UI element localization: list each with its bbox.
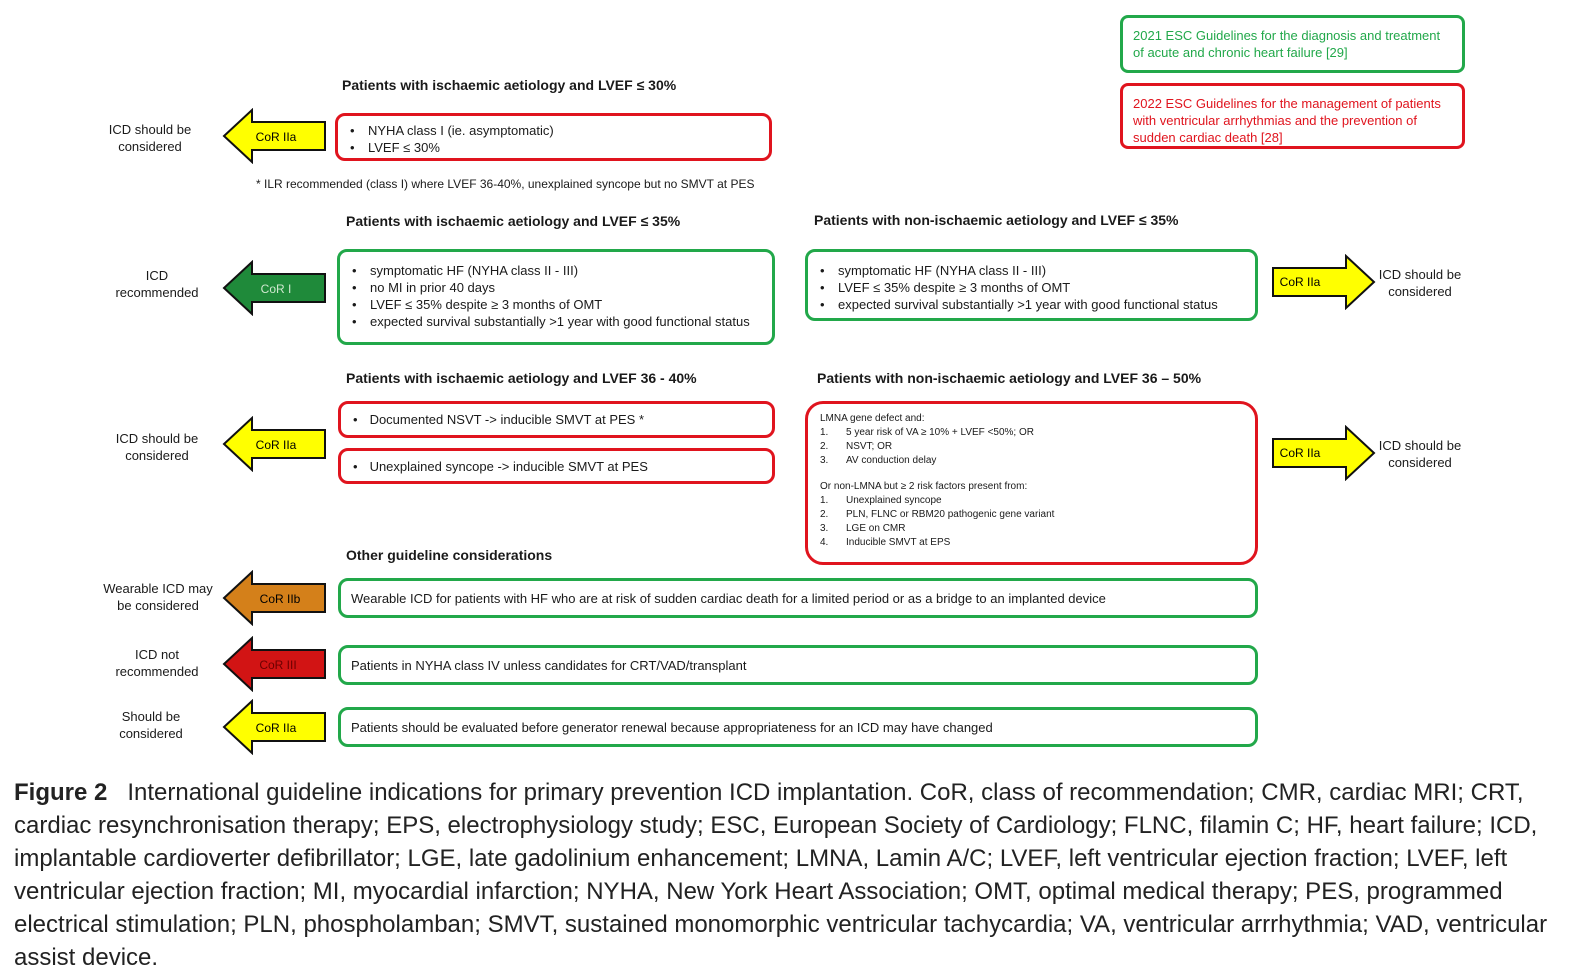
other-row3-text: Patients should be evaluated before gene… bbox=[351, 719, 993, 735]
risk-factor-item: 3. LGE on CMR bbox=[820, 522, 1243, 536]
bullet: • bbox=[353, 412, 358, 427]
other-row2-side-label: ICD not recommended bbox=[115, 647, 199, 679]
section3-left-box1: • Documented NSVT -> inducible SMVT at P… bbox=[338, 401, 775, 438]
section3-left-cor-arrow: CoR IIa bbox=[222, 416, 328, 472]
section2-left-item: expected survival substantially >1 year … bbox=[352, 313, 772, 330]
section1-heading: Patients with ischaemic aetiology and LV… bbox=[342, 77, 677, 93]
section2-left-item: symptomatic HF (NYHA class II - III) bbox=[352, 262, 772, 279]
figure-label: Figure 2 bbox=[14, 779, 108, 806]
risk-factor-item: 4. Inducible SMVT at EPS bbox=[820, 536, 1243, 550]
section2-right-side-label: ICD should be considered bbox=[1378, 267, 1462, 299]
lmna-list-item: 2. NSVT; OR bbox=[820, 440, 1243, 454]
list-text: PLN, FLNC or RBM20 pathogenic gene varia… bbox=[846, 509, 1055, 520]
other-row1-text: Wearable ICD for patients with HF who ar… bbox=[351, 590, 1106, 606]
section2-left-heading: Patients with ischaemic aetiology and LV… bbox=[346, 213, 681, 229]
legend-esc-2022-text: 2022 ESC Guidelines for the management o… bbox=[1133, 96, 1441, 145]
other-row2-text: Patients in NYHA class IV unless candida… bbox=[351, 657, 747, 673]
section2-left-criteria-box: symptomatic HF (NYHA class II - III) no … bbox=[337, 249, 775, 345]
section2-right-criteria-box: symptomatic HF (NYHA class II - III) LVE… bbox=[805, 249, 1258, 321]
list-number: 1. bbox=[820, 495, 829, 506]
section2-left-side-label: ICD recommended bbox=[115, 268, 199, 300]
section2-right-item: symptomatic HF (NYHA class II - III) bbox=[820, 262, 1255, 279]
lmna-intro: LMNA gene defect and: bbox=[820, 413, 925, 424]
other-row3-cor-arrow: CoR IIa bbox=[222, 699, 328, 755]
section1-footnote: * ILR recommended (class I) where LVEF 3… bbox=[256, 177, 755, 191]
figure-caption-text: International guideline indications for … bbox=[14, 779, 1548, 971]
list-text: 5 year risk of VA ≥ 10% + LVEF <50%; OR bbox=[846, 427, 1034, 438]
list-text: NSVT; OR bbox=[846, 441, 893, 452]
section3-right-criteria-box: LMNA gene defect and: 1. 5 year risk of V… bbox=[805, 401, 1258, 565]
section3-left-cor-label: CoR IIa bbox=[256, 438, 297, 452]
legend-esc-2022: 2022 ESC Guidelines for the management o… bbox=[1120, 83, 1465, 149]
section2-right-item: LVEF ≤ 35% despite ≥ 3 months of OMT bbox=[820, 279, 1255, 296]
list-number: 3. bbox=[820, 455, 829, 466]
section3-right-side-label: ICD should be considered bbox=[1378, 438, 1462, 470]
other-row2-cor-arrow: CoR III bbox=[222, 636, 328, 692]
section3-left-box2: • Unexplained syncope -> inducible SMVT … bbox=[338, 448, 775, 484]
section3-left-box2-text: Unexplained syncope -> inducible SMVT at… bbox=[369, 458, 648, 474]
other-row1-side-label: Wearable ICD may be considered bbox=[103, 581, 213, 613]
list-number: 2. bbox=[820, 441, 829, 452]
other-row2-box: Patients in NYHA class IV unless candida… bbox=[338, 645, 1258, 685]
lmna-list-item: 1. 5 year risk of VA ≥ 10% + LVEF <50%; O… bbox=[820, 426, 1243, 440]
section2-left-item: no MI in prior 40 days bbox=[352, 279, 772, 296]
non-lmna-intro: Or non-LMNA but ≥ 2 risk factors present… bbox=[820, 481, 1028, 492]
list-text: Inducible SMVT at EPS bbox=[846, 537, 951, 548]
other-row1-cor-label: CoR IIb bbox=[260, 592, 301, 606]
section3-right-heading: Patients with non-ischaemic aetiology an… bbox=[817, 370, 1202, 386]
lmna-list-item: 3. AV conduction delay bbox=[820, 454, 1243, 468]
risk-factor-item: 1. Unexplained syncope bbox=[820, 494, 1243, 508]
section1-cor-label: CoR IIa bbox=[256, 130, 297, 144]
section3-left-box1-text: Documented NSVT -> inducible SMVT at PES… bbox=[369, 412, 645, 427]
section2-right-cor-label: CoR IIa bbox=[1280, 275, 1321, 289]
section2-left-cor-label: CoR I bbox=[261, 282, 292, 296]
bullet: • bbox=[353, 458, 358, 474]
list-text: AV conduction delay bbox=[846, 455, 937, 466]
other-row3-cor-label: CoR IIa bbox=[256, 721, 297, 735]
list-number: 4. bbox=[820, 537, 829, 548]
risk-factor-item: 2. PLN, FLNC or RBM20 pathogenic gene var… bbox=[820, 508, 1243, 522]
other-row1-cor-arrow: CoR IIb bbox=[222, 570, 328, 626]
other-row2-cor-label: CoR III bbox=[259, 658, 296, 672]
section1-cor-arrow: CoR IIa bbox=[222, 108, 328, 164]
section3-left-heading: Patients with ischaemic aetiology and LV… bbox=[346, 370, 697, 386]
list-number: 1. bbox=[820, 427, 829, 438]
section1-criteria-box: NYHA class I (ie. asymptomatic) LVEF ≤ 3… bbox=[335, 113, 772, 161]
list-text: Unexplained syncope bbox=[846, 495, 942, 506]
section3-right-cor-label: CoR IIa bbox=[1280, 446, 1321, 460]
legend-esc-2021: 2021 ESC Guidelines for the diagnosis an… bbox=[1120, 15, 1465, 73]
section3-right-cor-arrow: CoR IIa bbox=[1270, 425, 1376, 481]
legend-esc-2021-text: 2021 ESC Guidelines for the diagnosis an… bbox=[1133, 28, 1441, 60]
other-row3-side-label: Should be considered bbox=[119, 709, 183, 741]
other-row1-box: Wearable ICD for patients with HF who ar… bbox=[338, 578, 1258, 618]
section1-side-label: ICD should be considered bbox=[108, 122, 192, 154]
section2-right-item: expected survival substantially >1 year … bbox=[820, 296, 1255, 313]
section2-left-cor-arrow: CoR I bbox=[222, 260, 328, 316]
other-heading: Other guideline considerations bbox=[346, 547, 553, 563]
section1-item: NYHA class I (ie. asymptomatic) bbox=[350, 122, 769, 139]
other-row3-box: Patients should be evaluated before gene… bbox=[338, 707, 1258, 747]
section1-item: LVEF ≤ 30% bbox=[350, 139, 769, 156]
section3-left-side-label: ICD should be considered bbox=[115, 431, 199, 463]
section2-right-heading: Patients with non-ischaemic aetiology an… bbox=[814, 212, 1179, 228]
list-text: LGE on CMR bbox=[846, 523, 906, 534]
list-number: 3. bbox=[820, 523, 829, 534]
section2-left-item: LVEF ≤ 35% despite ≥ 3 months of OMT bbox=[352, 296, 772, 313]
list-number: 2. bbox=[820, 509, 829, 520]
section2-right-cor-arrow: CoR IIa bbox=[1270, 254, 1376, 310]
